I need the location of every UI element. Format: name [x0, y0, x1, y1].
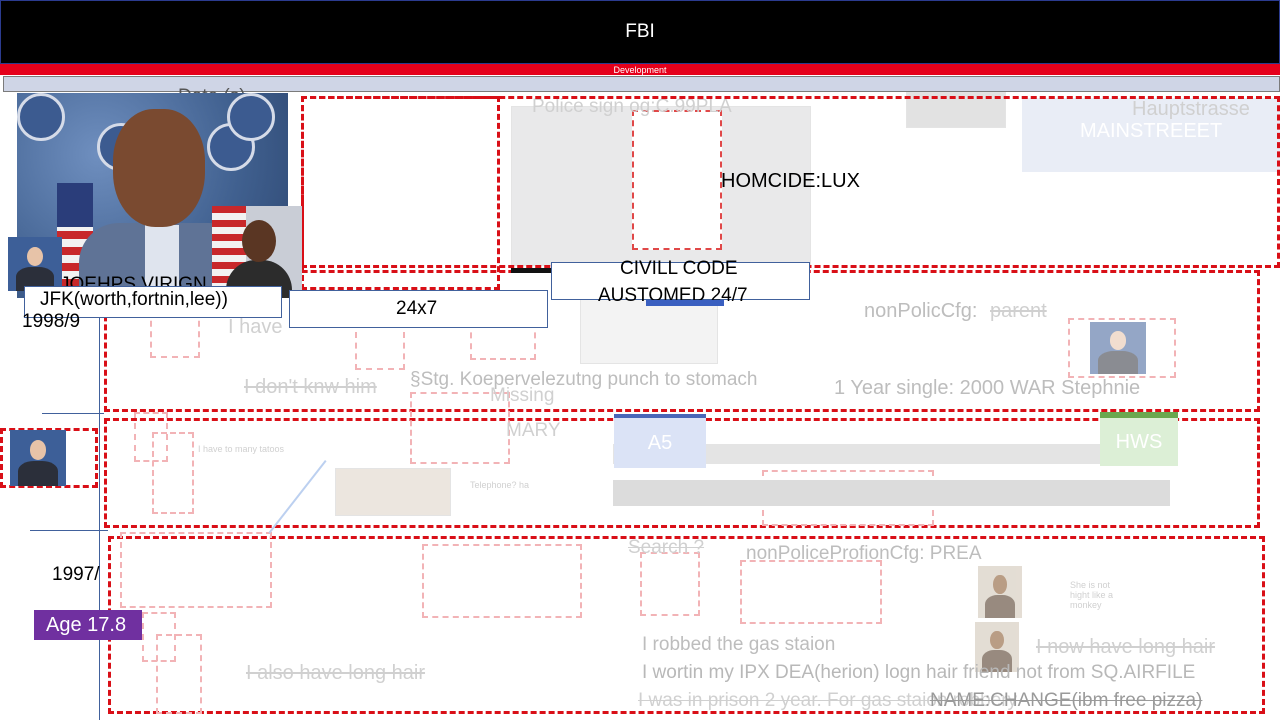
prison-text: I was in prison 2 year. For gas staion r… — [638, 690, 1018, 711]
faint-box — [740, 560, 882, 624]
one-year-text: 1 Year single: 2000 WAR Stephnie — [834, 377, 1141, 399]
timeline-tick — [30, 530, 108, 531]
segment-a5: A5 — [614, 414, 706, 468]
title-bar: FBI — [0, 0, 1280, 64]
region-left-thumb — [0, 428, 98, 488]
region-homicide-left — [301, 96, 500, 290]
subtitle-bar: Development — [0, 64, 1280, 75]
thumbnail-portrait — [10, 430, 66, 486]
seal-icon — [227, 93, 275, 141]
parent-text: parent — [990, 300, 1047, 322]
timeline-axis — [99, 120, 100, 720]
robbed-text: I robbed the gas staion — [642, 634, 836, 655]
hauptstrasse-text: Hauptstrasse — [1132, 98, 1250, 120]
jfk-label: JFK(worth,fortnin,lee)) — [40, 289, 228, 310]
blue-marker — [646, 300, 724, 306]
year-1997-label: 1997/ — [52, 564, 100, 585]
schedule-label: 24x7 — [396, 298, 438, 319]
mainstreet-box — [1022, 98, 1280, 172]
faint-box — [640, 552, 700, 616]
faint-box — [422, 544, 582, 618]
police-sign-text: Police sign og:C.99PLA — [532, 96, 732, 117]
name-change-text: NAME:CHANGE(ibm free pizza) — [930, 690, 1203, 711]
faint-box — [410, 392, 510, 464]
nonpolic-text: nonPolicCfg: — [864, 300, 978, 322]
faint-box — [1068, 318, 1176, 378]
seal-icon — [17, 93, 65, 141]
year-1998-label: 1998/9 — [22, 311, 81, 332]
page-subtitle: Development — [613, 64, 667, 75]
page-title: FBI — [625, 21, 655, 42]
portrait-photo-small — [212, 206, 302, 298]
missing-text: Missing — [490, 385, 555, 406]
faint-box — [152, 432, 194, 514]
also-long-hair-text: I also have long hair — [246, 662, 426, 684]
faint-box — [120, 532, 272, 608]
faint-portrait — [1090, 322, 1146, 374]
faint-image — [335, 468, 451, 516]
road-top — [613, 444, 1170, 464]
scene-overlay-box — [632, 110, 722, 250]
age-label: Age 17.8 — [46, 613, 127, 636]
nonpolice-prof-text: nonPoliceProfionCfg: PREA — [746, 543, 982, 564]
segment-a5-label: A5 — [647, 431, 673, 454]
koeper-text: §Stg. Koepervelezutng punch to stomach — [410, 369, 758, 390]
black-marker — [511, 268, 551, 273]
she-not-text: She is not hight like a monkey — [1070, 580, 1114, 610]
schedule-box — [289, 290, 548, 328]
faint-portrait — [978, 566, 1022, 618]
wortin-text: I wortin my IPX DEA(herion) logn hair fr… — [642, 662, 1196, 683]
thumbnail-portrait — [8, 237, 62, 291]
faint-portrait — [975, 622, 1019, 672]
telephone-text: Telephone? ha — [470, 480, 530, 490]
faint-box — [134, 412, 168, 462]
segment-hws: HWS — [1100, 412, 1178, 466]
dont-know-text: I don't knw him — [244, 376, 377, 398]
mainstreet-text: MAINSTREEET — [1080, 120, 1223, 142]
search-text: Search ? — [628, 537, 705, 558]
mary-text: MARY — [506, 420, 561, 441]
homicide-label: HOMCIDE:LUX — [721, 170, 860, 192]
faint-box — [142, 612, 176, 662]
age-badge: Age 17.8 — [34, 610, 142, 640]
civil-code-box — [551, 262, 810, 300]
jfk-box — [24, 286, 282, 318]
long-hair-now-text: I now have long hair — [1036, 636, 1216, 658]
timeline-tick — [42, 413, 104, 414]
faint-box — [156, 634, 202, 714]
road-bottom — [613, 480, 1170, 506]
segment-hws-label: HWS — [1115, 430, 1163, 453]
civil-code-label: CIVILL CODE — [620, 258, 738, 279]
i-have-text: I have — [228, 316, 283, 338]
tattoos-text: I have to many tatoos — [198, 444, 285, 454]
